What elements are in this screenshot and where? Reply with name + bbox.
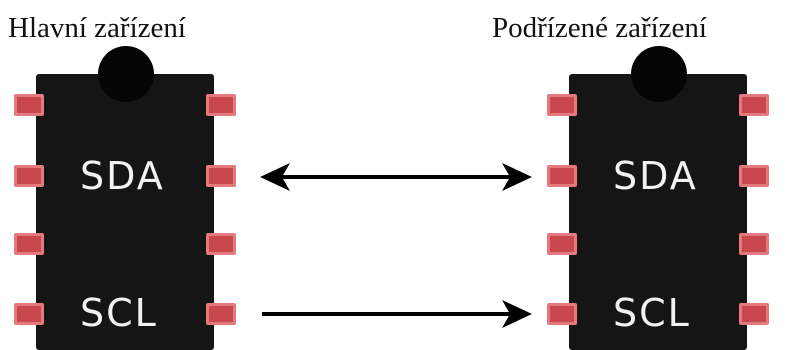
slave-chip: SDA SCL	[547, 46, 769, 350]
chip-pin	[547, 94, 577, 116]
chip-pin	[206, 303, 236, 325]
chip-pin	[739, 303, 769, 325]
slave-device-title: Podřízené zařízení	[492, 12, 707, 44]
chip-pin	[739, 165, 769, 187]
slave-scl-label: SCL	[613, 291, 691, 335]
chip-notch	[98, 46, 154, 102]
chip-pin	[547, 303, 577, 325]
chip-pin	[206, 94, 236, 116]
chip-notch	[631, 46, 687, 102]
master-sda-label: SDA	[80, 154, 165, 198]
chip-pin	[14, 165, 44, 187]
master-device-title: Hlavní zařízení	[8, 12, 186, 44]
chip-pin	[14, 233, 44, 255]
master-chip: SDA SCL	[14, 46, 236, 350]
sda-bidirectional-arrow	[260, 163, 532, 191]
chip-pin	[547, 233, 577, 255]
chip-pin	[739, 233, 769, 255]
chip-pin	[206, 233, 236, 255]
chip-pin	[206, 165, 236, 187]
chip-pin	[547, 165, 577, 187]
chip-pin	[739, 94, 769, 116]
master-scl-label: SCL	[80, 291, 158, 335]
slave-sda-label: SDA	[613, 154, 698, 198]
chip-pin	[14, 303, 44, 325]
scl-arrow	[262, 300, 532, 328]
chip-pin	[14, 94, 44, 116]
